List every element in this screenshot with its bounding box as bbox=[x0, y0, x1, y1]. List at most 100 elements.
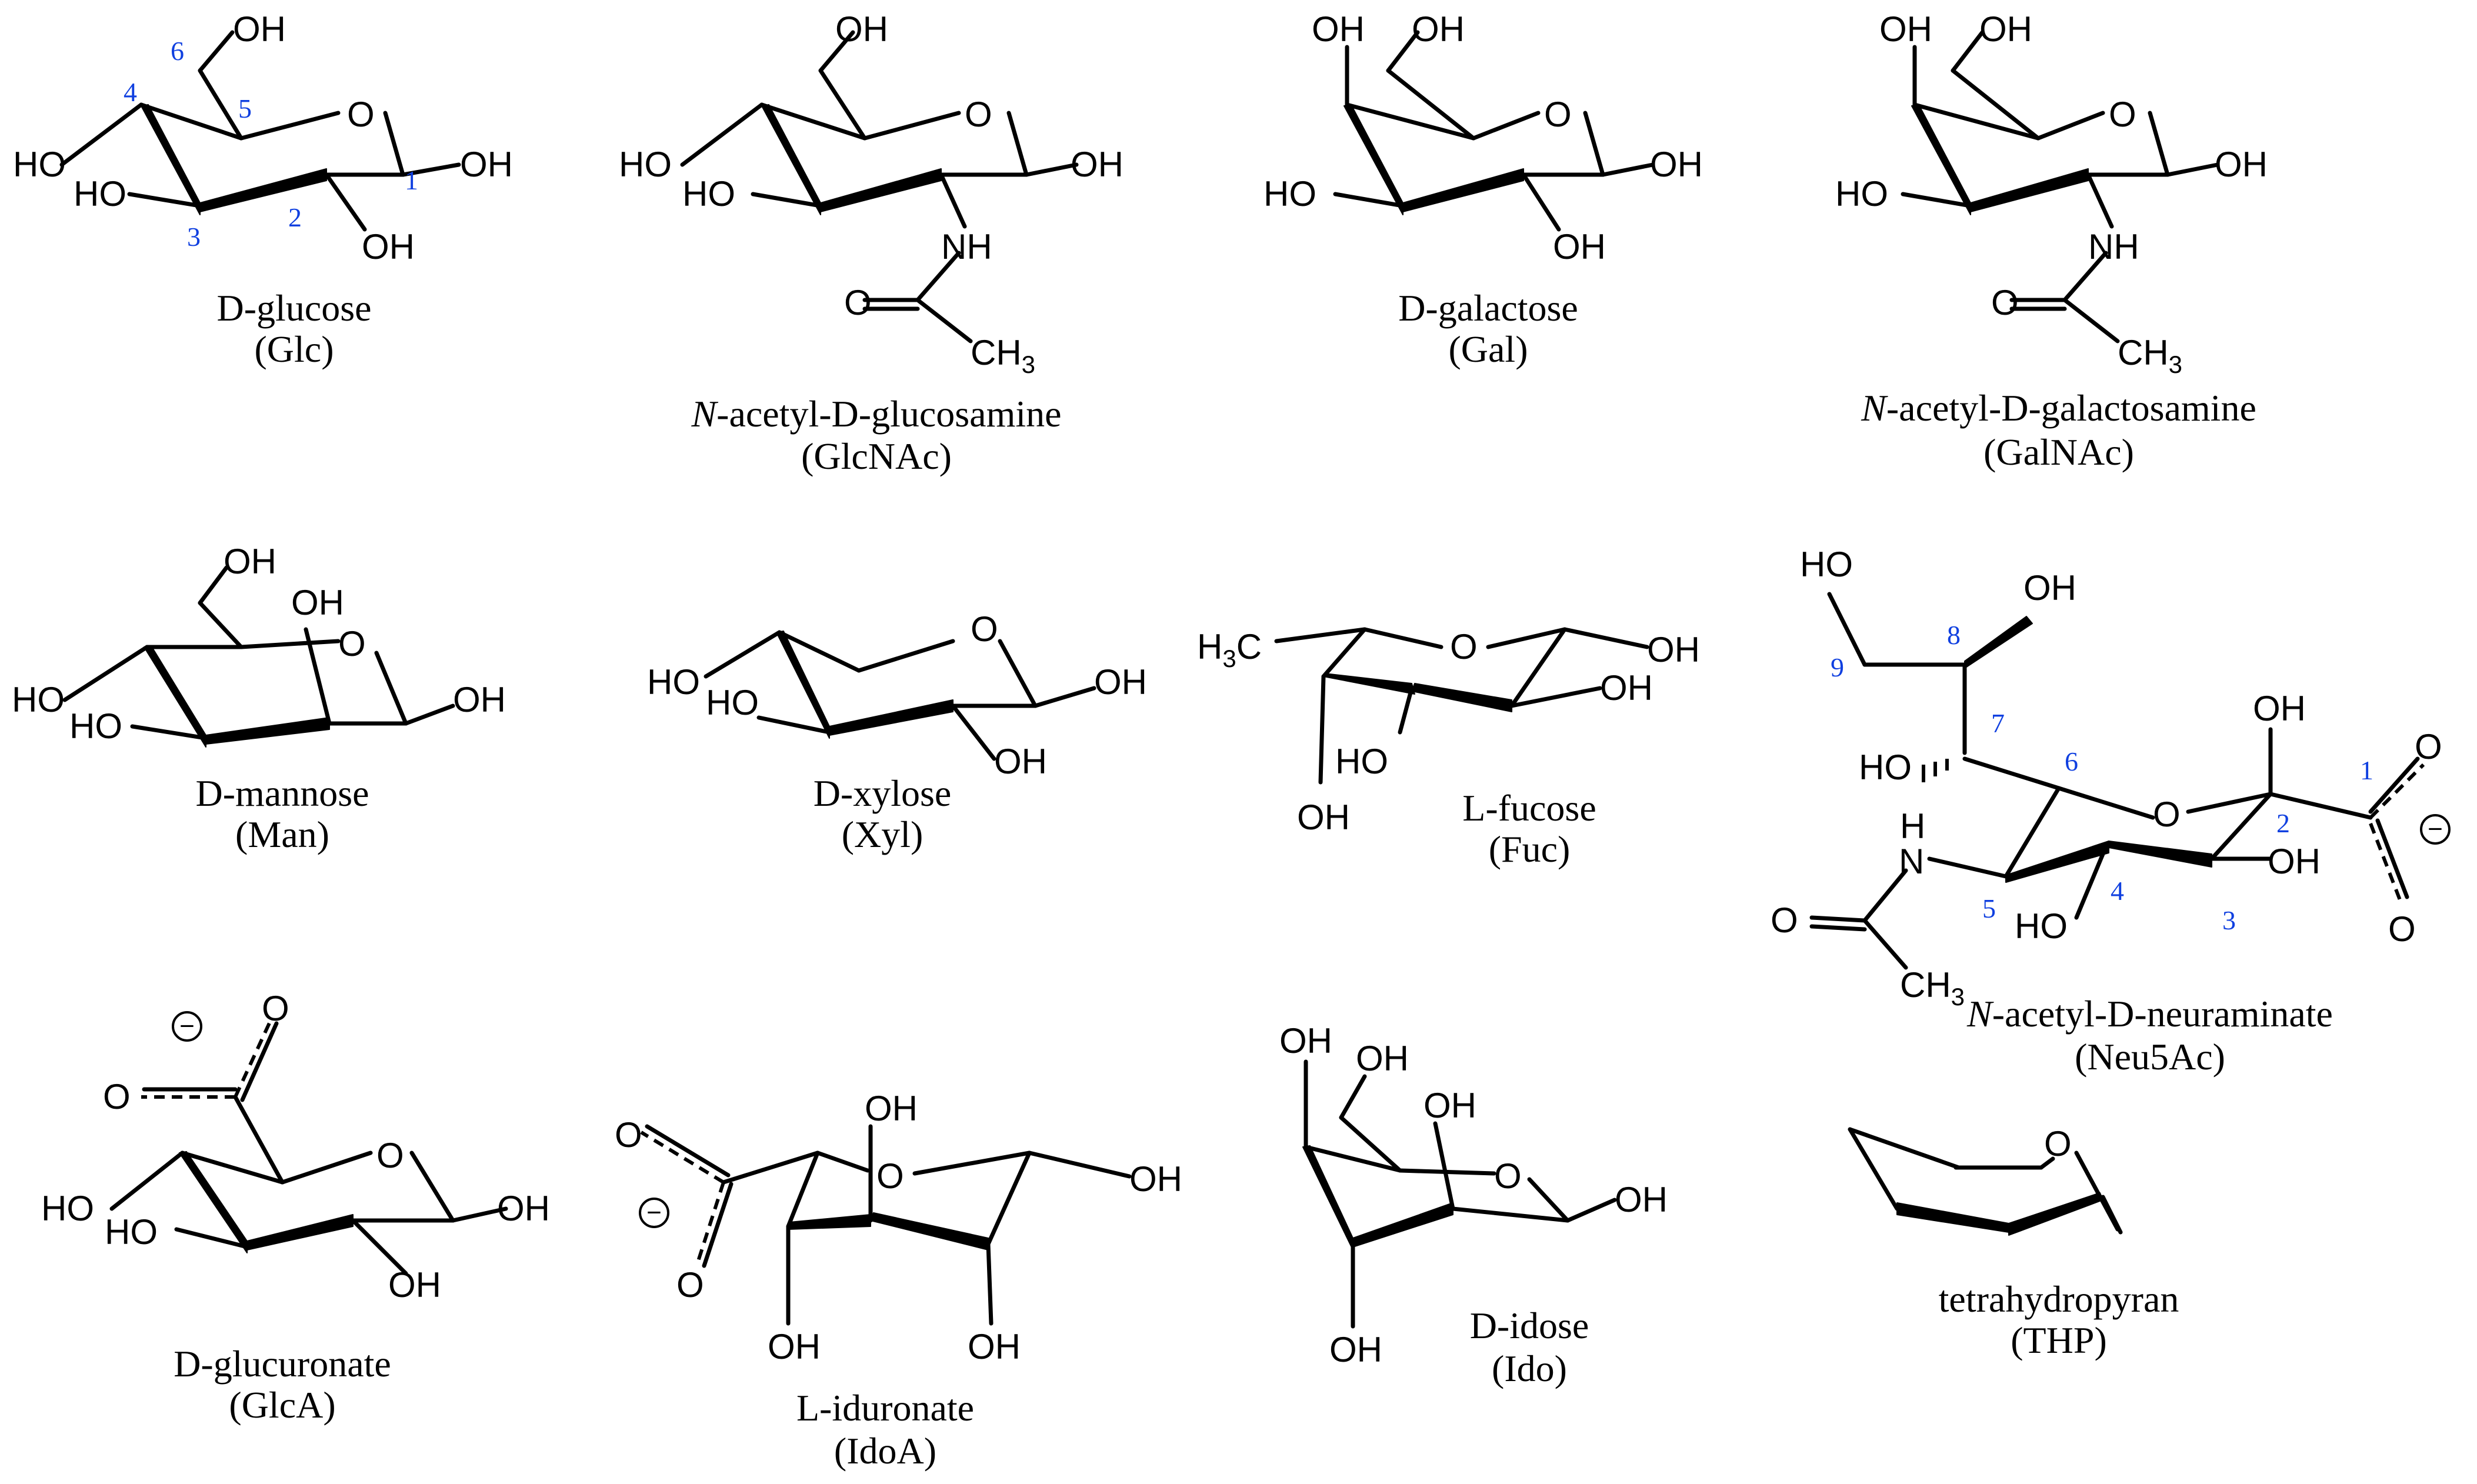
xylose-c1-oh: OH bbox=[1094, 662, 1147, 702]
idose-c2-oh: OH bbox=[1423, 1086, 1476, 1125]
idose-c4-oh: OH bbox=[1279, 1021, 1332, 1061]
neu5ac-num-4: 4 bbox=[2111, 876, 2124, 906]
idose-c3-oh: OH bbox=[1329, 1330, 1382, 1369]
idose-abbr: (Ido) bbox=[1492, 1348, 1567, 1389]
neu5ac-num-3: 3 bbox=[2222, 905, 2236, 935]
neu5ac-num-1: 1 bbox=[2360, 755, 2373, 785]
molecule-fucose: H3C O OH OH HO OH L-fucose (Fuc) bbox=[1197, 627, 1700, 870]
glucuronate-ring-o: O bbox=[376, 1136, 404, 1175]
idose-ring-o: O bbox=[1494, 1156, 1522, 1196]
glucuronate-c1-oh: OH bbox=[497, 1189, 550, 1228]
galnac-c1-oh: OH bbox=[2215, 145, 2268, 184]
glucuronate-minus: − bbox=[179, 1012, 195, 1041]
glucose-num-6: 6 bbox=[171, 36, 184, 66]
galactose-c3-ho: HO bbox=[1263, 174, 1316, 214]
glucuronate-c4-ho: HO bbox=[41, 1189, 94, 1228]
neu5ac-name: N-acetyl-D-neuraminate bbox=[1966, 993, 2333, 1035]
glucuronate-negative-charge bbox=[172, 1011, 202, 1042]
molecule-glucose: OH O OH HO HO OH 1 2 3 4 5 6 D-glucose (… bbox=[13, 9, 513, 370]
neu5ac-num-7: 7 bbox=[1991, 708, 2005, 738]
fucose-c2-oh: OH bbox=[1600, 668, 1653, 708]
glcnac-name: N-acetyl-D-glucosamine bbox=[691, 393, 1061, 435]
glcnac-c1-oh: OH bbox=[1071, 145, 1124, 184]
galactose-c1-oh: OH bbox=[1650, 145, 1703, 184]
molecule-iduronate: OH O OH O O − OH OH L-iduronate (IdoA) bbox=[615, 1089, 1182, 1472]
xylose-ring-o: O bbox=[971, 609, 998, 649]
galnac-c3-ho: HO bbox=[1835, 174, 1888, 214]
thp-abbr: (THP) bbox=[2011, 1319, 2107, 1361]
fucose-abbr: (Fuc) bbox=[1489, 828, 1571, 870]
neu5ac-num-6: 6 bbox=[2065, 746, 2078, 776]
iduronate-c2-oh: OH bbox=[865, 1089, 918, 1128]
neu5ac-num-5: 5 bbox=[1982, 893, 1996, 923]
glucose-name: D-glucose bbox=[216, 287, 371, 329]
glucose-c4-ho: HO bbox=[13, 145, 66, 184]
neu5ac-carboxyl-o1: O bbox=[2415, 727, 2442, 766]
xylose-c3-ho: HO bbox=[706, 683, 759, 722]
idose-c6-oh: OH bbox=[1356, 1039, 1409, 1078]
galnac-abbr: (GalNAc) bbox=[1983, 431, 2134, 473]
iduronate-negative-charge bbox=[639, 1198, 669, 1228]
glucose-c2-oh: OH bbox=[362, 227, 415, 266]
thp-name: tetrahydropyran bbox=[1939, 1278, 2179, 1320]
glucuronate-name: D-glucuronate bbox=[174, 1343, 391, 1385]
neu5ac-c9-ho: HO bbox=[1800, 545, 1853, 584]
neu5ac-c8-oh: OH bbox=[2023, 568, 2076, 608]
glucose-ring-o: O bbox=[347, 95, 375, 134]
neu5ac-num-8: 8 bbox=[1947, 620, 1961, 650]
fucose-c3-ho: HO bbox=[1335, 742, 1388, 781]
fucose-c4-oh: OH bbox=[1297, 798, 1350, 837]
neu5ac-num-9: 9 bbox=[1831, 652, 1844, 682]
glucuronate-c3-ho: HO bbox=[105, 1212, 158, 1252]
molecule-galnac: OH OH O OH HO NH O CH3 N-acetyl-D-galact… bbox=[1835, 9, 2268, 473]
glcnac-abbr: (GlcNAc) bbox=[801, 435, 952, 477]
galnac-carbonyl-o: O bbox=[1991, 283, 2019, 322]
glucose-num-3: 3 bbox=[187, 222, 201, 252]
xylose-c2-oh: OH bbox=[994, 742, 1047, 781]
glucose-abbr: (Glc) bbox=[254, 328, 334, 370]
galactose-abbr: (Gal) bbox=[1448, 328, 1528, 370]
mannose-abbr: (Man) bbox=[235, 813, 329, 855]
neu5ac-carbonyl-o: O bbox=[1771, 901, 1798, 940]
glucose-num-5: 5 bbox=[238, 94, 252, 124]
xylose-abbr: (Xyl) bbox=[842, 813, 924, 855]
neu5ac-ring-o: O bbox=[2153, 795, 2181, 834]
xylose-c4-ho: HO bbox=[647, 662, 700, 702]
fucose-c1-oh: OH bbox=[1647, 630, 1700, 669]
molecule-xylose: O OH HO HO OH D-xylose (Xyl) bbox=[647, 609, 1147, 855]
neu5ac-num-2: 2 bbox=[2276, 808, 2290, 838]
molecule-idose: OH OH OH O OH OH D-idose (Ido) bbox=[1279, 1021, 1668, 1389]
glucuronate-carboxyl-o1: O bbox=[262, 989, 289, 1028]
glucose-c3-ho: HO bbox=[74, 174, 126, 214]
mannose-ring-o: O bbox=[338, 624, 366, 663]
glucose-num-4: 4 bbox=[124, 77, 137, 107]
glucose-c6-oh: OH bbox=[233, 9, 286, 49]
neu5ac-c7-ho: HO bbox=[1859, 748, 1912, 787]
galnac-name: N-acetyl-D-galactosamine bbox=[1861, 387, 2256, 429]
mannose-c6-oh: OH bbox=[224, 542, 276, 581]
neu5ac-carboxyl-o2: O bbox=[2388, 909, 2416, 949]
glcnac-ring-o: O bbox=[965, 95, 992, 134]
galnac-ring-o: O bbox=[2109, 95, 2136, 134]
neu5ac-minus: − bbox=[2428, 815, 2443, 843]
galnac-methyl: CH3 bbox=[2118, 333, 2182, 378]
fucose-ring-o: O bbox=[1450, 627, 1478, 666]
iduronate-name: L-iduronate bbox=[796, 1387, 974, 1429]
fucose-name: L-fucose bbox=[1462, 787, 1596, 829]
molecule-neu5ac: HO OH HO O OH O O − OH HO H N O CH3 1 2 … bbox=[1771, 545, 2451, 1078]
iduronate-c3-oh: OH bbox=[968, 1327, 1021, 1366]
glcnac-methyl: CH3 bbox=[971, 333, 1035, 378]
glcnac-c4-ho: HO bbox=[619, 145, 672, 184]
glcnac-c6-oh: OH bbox=[835, 9, 888, 49]
neu5ac-h: H bbox=[1900, 806, 1925, 846]
mannose-c4-ho: HO bbox=[12, 680, 65, 719]
glucuronate-carboxyl-o2: O bbox=[103, 1077, 131, 1116]
galactose-c6-oh: OH bbox=[1412, 9, 1465, 49]
mannose-name: D-mannose bbox=[195, 772, 369, 814]
idose-name: D-idose bbox=[1470, 1305, 1589, 1346]
galactose-c4-oh: OH bbox=[1312, 9, 1365, 49]
neu5ac-c2-oh: OH bbox=[2253, 689, 2306, 728]
iduronate-carboxyl-o2: O bbox=[676, 1265, 704, 1305]
